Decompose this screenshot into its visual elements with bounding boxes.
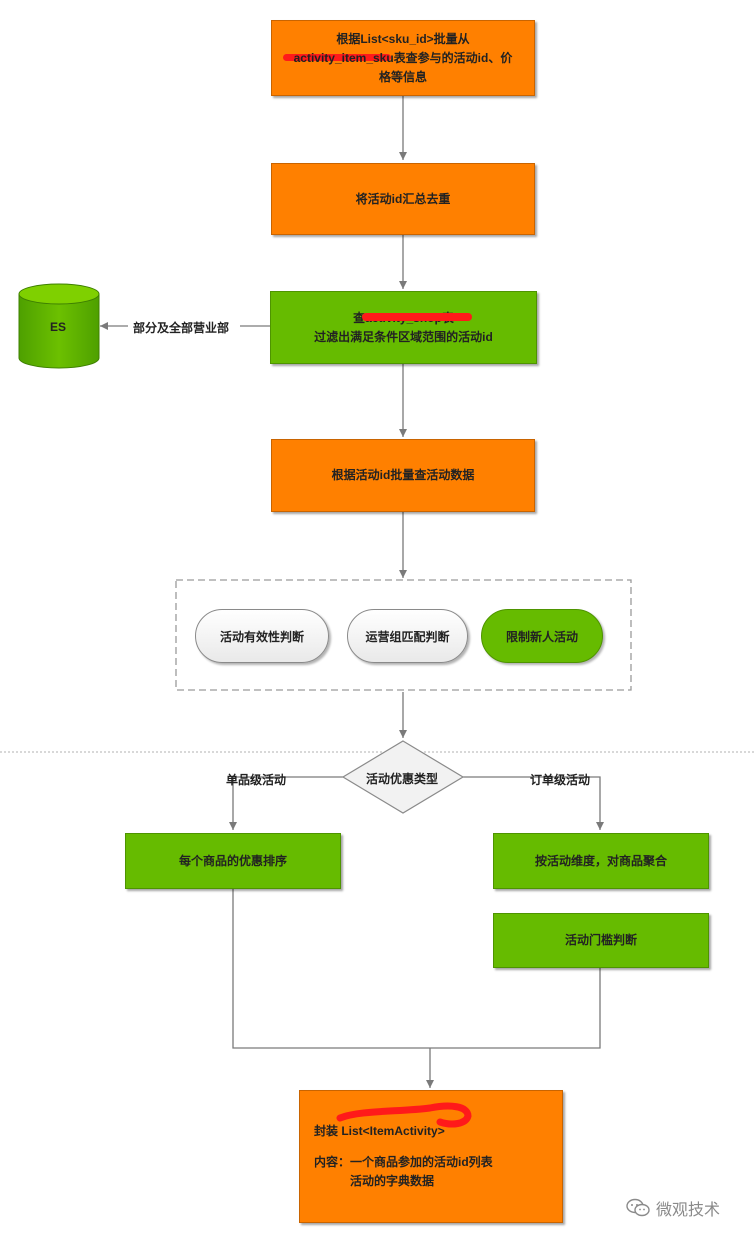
watermark: 微观技术 xyxy=(626,1196,720,1220)
check2-label: 运营组匹配判断 xyxy=(365,629,450,644)
final-line3: 活动的字典数据 xyxy=(350,1174,435,1188)
checks-group-border xyxy=(175,579,632,691)
right-branch-label: 订单级活动 xyxy=(530,773,591,787)
step4-label: 根据活动id批量查活动数据 xyxy=(331,468,475,482)
order-level-threshold: 活动门槛判断 xyxy=(493,913,709,968)
watermark-text: 微观技术 xyxy=(656,1202,721,1219)
check1-label: 活动有效性判断 xyxy=(219,629,304,644)
final-wrap-result: 封装 List<ItemActivity> 内容：一个商品参加的活动id列表 活… xyxy=(299,1090,563,1223)
wechat-icon xyxy=(626,1198,650,1217)
step-query-activity-by-sku: 根据List<sku_id>批量从 activity_item_sku表查参与的… xyxy=(271,20,535,96)
check-activity-validity: 活动有效性判断 xyxy=(195,609,329,663)
left-branch-label: 单品级活动 xyxy=(226,773,287,787)
decision-label: 活动优惠类型 xyxy=(366,772,439,786)
right-box2-label: 活动门槛判断 xyxy=(564,933,637,947)
step2-label: 将活动id汇总去重 xyxy=(355,191,451,206)
step-batch-query-activity-data: 根据活动id批量查活动数据 xyxy=(271,439,535,512)
check3-label: 限制新人活动 xyxy=(505,629,578,644)
step3-line2: 过滤出满足条件区域范围的活动id xyxy=(314,329,493,344)
check-ops-group-match: 运营组匹配判断 xyxy=(347,609,468,663)
final-line1: 封装 List<ItemActivity> xyxy=(314,1124,445,1138)
step-dedupe-activity-ids: 将活动id汇总去重 xyxy=(271,163,535,235)
final-line2: 内容：一个商品参加的活动id列表 xyxy=(314,1155,493,1169)
step1-line3: 格等信息 xyxy=(378,69,427,84)
decision-diamond xyxy=(341,740,465,814)
check-new-user-limit: 限制新人活动 xyxy=(481,609,603,663)
redaction-mark xyxy=(362,313,472,321)
right-box1-label: 按活动维度，对商品聚合 xyxy=(534,853,667,868)
step1-line1: 根据List<sku_id>批量从 xyxy=(336,31,470,46)
left-box-label: 每个商品的优惠排序 xyxy=(178,853,287,868)
item-level-sort: 每个商品的优惠排序 xyxy=(125,833,341,889)
step1-line2: activity_item_sku表查参与的活动id、价 xyxy=(293,50,513,65)
es-edge-label: 部分及全部营业部 xyxy=(133,321,230,335)
es-label: ES xyxy=(50,320,67,334)
order-level-aggregate: 按活动维度，对商品聚合 xyxy=(493,833,709,889)
step-filter-by-region: 查activity_shop表 过滤出满足条件区域范围的活动id xyxy=(270,291,537,364)
database-cylinder xyxy=(18,283,100,369)
redaction-mark xyxy=(283,54,391,61)
